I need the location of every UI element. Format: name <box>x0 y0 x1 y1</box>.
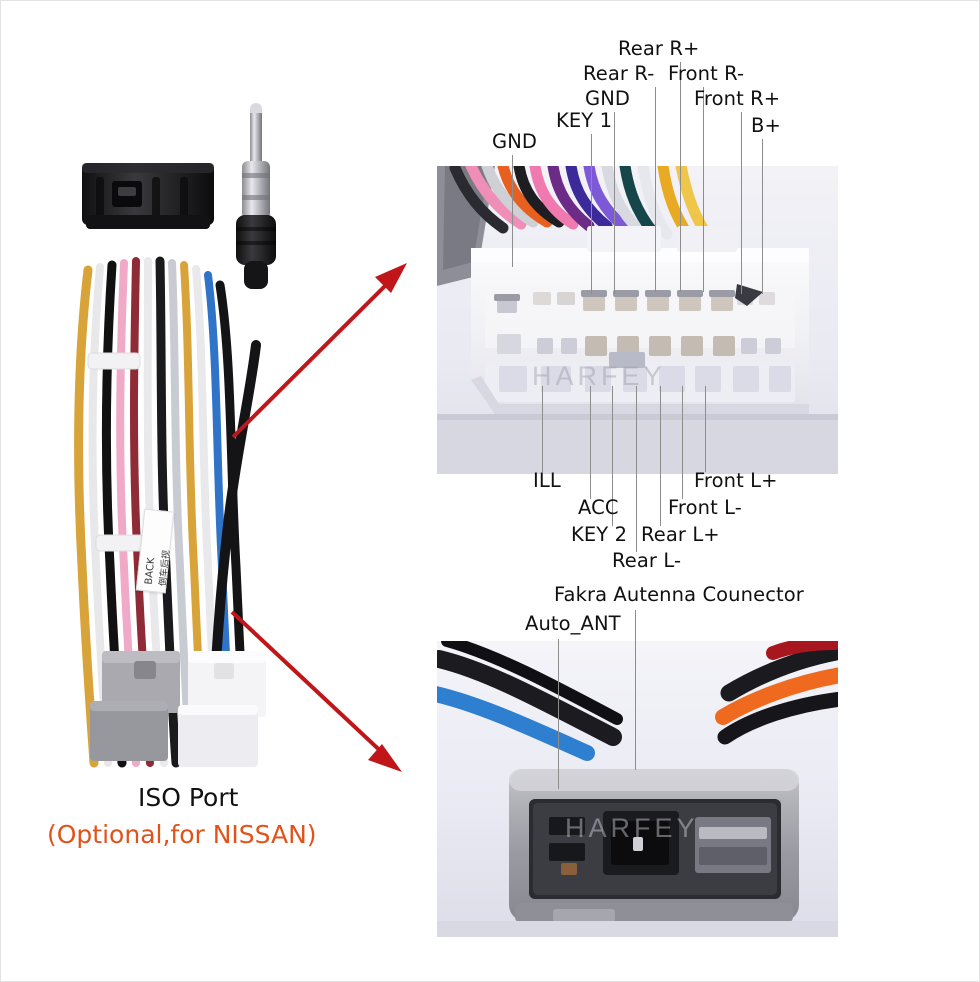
label-rear-r-minus: Rear R- <box>583 62 655 85</box>
leader-gnd-1 <box>512 155 513 267</box>
iso-harness-photo: BACK 倒车后视 <box>60 95 370 775</box>
leader-auto-ant <box>558 639 559 789</box>
leader-front-l-plus <box>705 386 706 472</box>
iso-port-optional-caption: (Optional,for NISSAN) <box>47 820 317 849</box>
top-connector-illustration <box>437 166 838 474</box>
leader-rear-l-minus <box>636 386 637 552</box>
leader-rear-r-plus <box>680 62 681 292</box>
label-front-l-minus: Front L- <box>668 496 742 519</box>
white-connector-housing <box>471 226 809 414</box>
label-front-l-plus: Front L+ <box>694 469 778 492</box>
harfey-watermark-bottom: HARFEY <box>565 813 699 843</box>
bottom-connector-photo: HARFEY <box>437 641 838 937</box>
label-front-r-plus: Front R+ <box>694 87 781 110</box>
fakra-housing <box>509 769 799 923</box>
harfey-watermark-top: HARFEY <box>532 361 666 391</box>
label-ill: ILL <box>533 469 561 492</box>
leader-b-plus <box>762 139 763 294</box>
label-b-plus: B+ <box>751 114 781 137</box>
label-front-r-minus: Front R- <box>668 62 745 85</box>
label-rear-r-plus: Rear R+ <box>618 37 700 60</box>
iso-port-caption: ISO Port <box>138 783 239 812</box>
leader-gnd-2 <box>614 112 615 294</box>
cable-tie-upper <box>87 352 141 370</box>
arrow-to-iso-connector <box>231 263 407 439</box>
leader-acc <box>590 386 591 499</box>
label-key1: KEY 1 <box>556 109 613 132</box>
label-acc: ACC <box>578 496 619 519</box>
label-auto-ant: Auto_ANT <box>525 612 621 635</box>
black-connector-body <box>82 163 214 229</box>
leader-ill <box>542 386 543 472</box>
leader-key1 <box>591 134 592 294</box>
label-rear-l-plus: Rear L+ <box>641 523 720 546</box>
white-iso-connector <box>178 651 266 767</box>
harness-wires-svg <box>74 103 276 768</box>
leader-key2 <box>612 386 613 526</box>
label-fakra-connector: Fakra Autenna Counector <box>554 583 804 606</box>
label-gnd-1: GND <box>492 130 538 153</box>
grey-iso-connector <box>90 651 180 761</box>
leader-fakra-connector <box>635 610 636 770</box>
leader-rear-l-plus <box>660 386 661 526</box>
label-key2: KEY 2 <box>571 523 628 546</box>
leader-front-r-plus <box>741 112 742 294</box>
top-connector-photo: HARFEY <box>437 166 838 474</box>
leader-rear-r-minus <box>655 87 656 292</box>
label-gnd-2: GND <box>585 87 631 110</box>
leader-front-r-minus <box>703 87 704 292</box>
cable-tie-lower <box>95 534 145 552</box>
arrow-to-antenna-connector <box>230 610 402 772</box>
label-rear-l-minus: Rear L- <box>612 549 682 572</box>
leader-front-l-minus <box>682 386 683 499</box>
fakra-connector-illustration <box>437 641 838 937</box>
antenna-din-plug <box>236 103 276 289</box>
